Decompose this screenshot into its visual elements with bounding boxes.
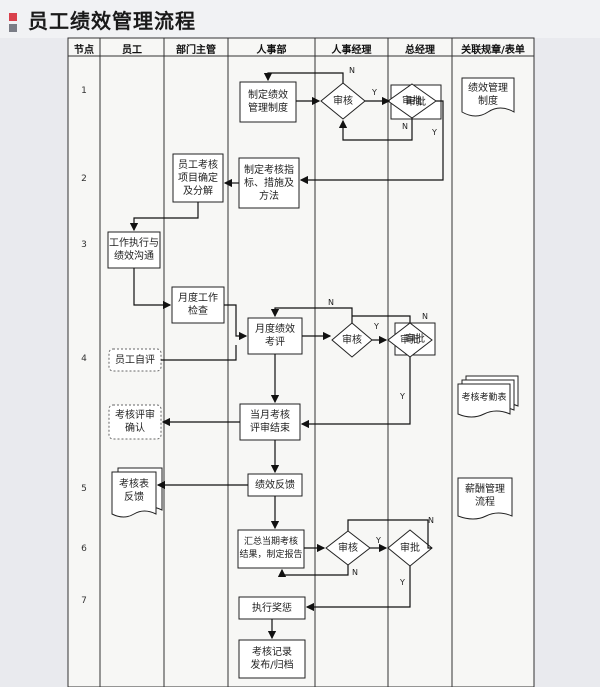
y-marker: Y — [400, 578, 405, 587]
header-related-forms: 关联规章/表单 — [461, 44, 525, 56]
doc-b3 — [461, 77, 515, 117]
n-marker: N — [328, 298, 334, 307]
box-label-b5: 制定考核指 标、措施及 方法 — [244, 164, 294, 202]
box-b13 — [239, 403, 301, 441]
y-marker: Y — [376, 536, 381, 545]
doc-label-b16: 薪酬管理 流程 — [465, 484, 505, 508]
diamond-label-d2: 审核 — [342, 334, 362, 346]
y-marker: Y — [372, 88, 377, 97]
box-b5 — [238, 157, 300, 209]
n-marker: N — [422, 312, 428, 321]
header-node: 节点 — [74, 44, 94, 56]
box-label-b6: 工作执行与 绩效沟通 — [109, 238, 159, 262]
box-b12 — [108, 404, 162, 440]
header-hr-manager: 人事经理 — [331, 44, 372, 56]
box-label-b15: 绩效反馈 — [255, 479, 295, 491]
doc-b11 — [457, 383, 511, 418]
box-label-b19: 执行奖惩 — [252, 602, 292, 614]
n-marker: N — [349, 66, 355, 75]
diamond-label-approve-1: 审批 — [402, 95, 422, 107]
header-hr-dept: 人事部 — [256, 44, 287, 56]
box-label-b9: 审批 — [405, 333, 425, 345]
diamond-label-approve-2: 审批 — [400, 334, 420, 346]
diamond-d2 — [331, 322, 373, 358]
header-employee: 员工 — [122, 44, 142, 56]
node-label: 3 — [81, 240, 87, 250]
doc-b14 — [111, 471, 157, 518]
box-b6 — [107, 231, 161, 269]
y-marker: Y — [374, 322, 379, 331]
diamond-label-d1: 审核 — [333, 95, 353, 107]
box-label-b7: 月度工作 检查 — [178, 293, 218, 317]
box-label-b2: 审批 — [406, 96, 426, 108]
node-label: 1 — [81, 86, 87, 96]
title-bar: 员工绩效管理流程 — [0, 0, 600, 38]
diamond-label-b18: 审批 — [400, 542, 420, 554]
table-frame — [67, 37, 535, 687]
box-label-b8: 月度绩效 考评 — [255, 324, 295, 348]
box-label-b13: 当月考核 评审结束 — [250, 410, 290, 434]
doc-label-b11: 考核考勤表 — [461, 392, 507, 403]
node-label: 7 — [81, 596, 87, 606]
n-marker: N — [352, 568, 358, 577]
y-marker: Y — [400, 392, 405, 401]
node-label: 2 — [81, 174, 87, 184]
box-label-b17: 汇总当期考核 结果，制定报告 — [239, 537, 303, 560]
box-label-b12: 考核评审 确认 — [115, 410, 155, 434]
box-b1 — [239, 81, 297, 123]
y-marker: Y — [432, 128, 437, 137]
box-b17 — [237, 529, 305, 569]
box-b20 — [238, 639, 306, 679]
box-label-b4: 员工考核 项目确定 及分解 — [178, 159, 218, 197]
doc-b16 — [457, 477, 513, 520]
diamond-d1 — [320, 82, 366, 120]
title-marker-red — [9, 13, 17, 21]
box-label-b20: 考核记录 发布/归档 — [250, 647, 294, 671]
header-general-manager: 总经理 — [405, 44, 435, 56]
box-b7 — [171, 286, 225, 324]
title-marker-gray — [9, 24, 17, 32]
box-b8 — [247, 317, 303, 355]
doc-label-b14: 考核表 反馈 — [119, 479, 149, 503]
doc-label-b3: 绩效管理 制度 — [468, 83, 508, 107]
page-title: 员工绩效管理流程 — [28, 9, 196, 33]
diamond-label-d3: 审核 — [338, 542, 358, 554]
n-marker: N — [402, 122, 408, 131]
node-label: 5 — [81, 484, 87, 494]
node-label: 4 — [81, 354, 87, 364]
n-marker: N — [428, 516, 434, 525]
node-label: 6 — [81, 544, 87, 554]
box-label-b1: 制定绩效 管理制度 — [248, 90, 288, 114]
header-dept-manager: 部门主管 — [176, 44, 216, 56]
box-label-b10: 员工自评 — [115, 354, 155, 366]
